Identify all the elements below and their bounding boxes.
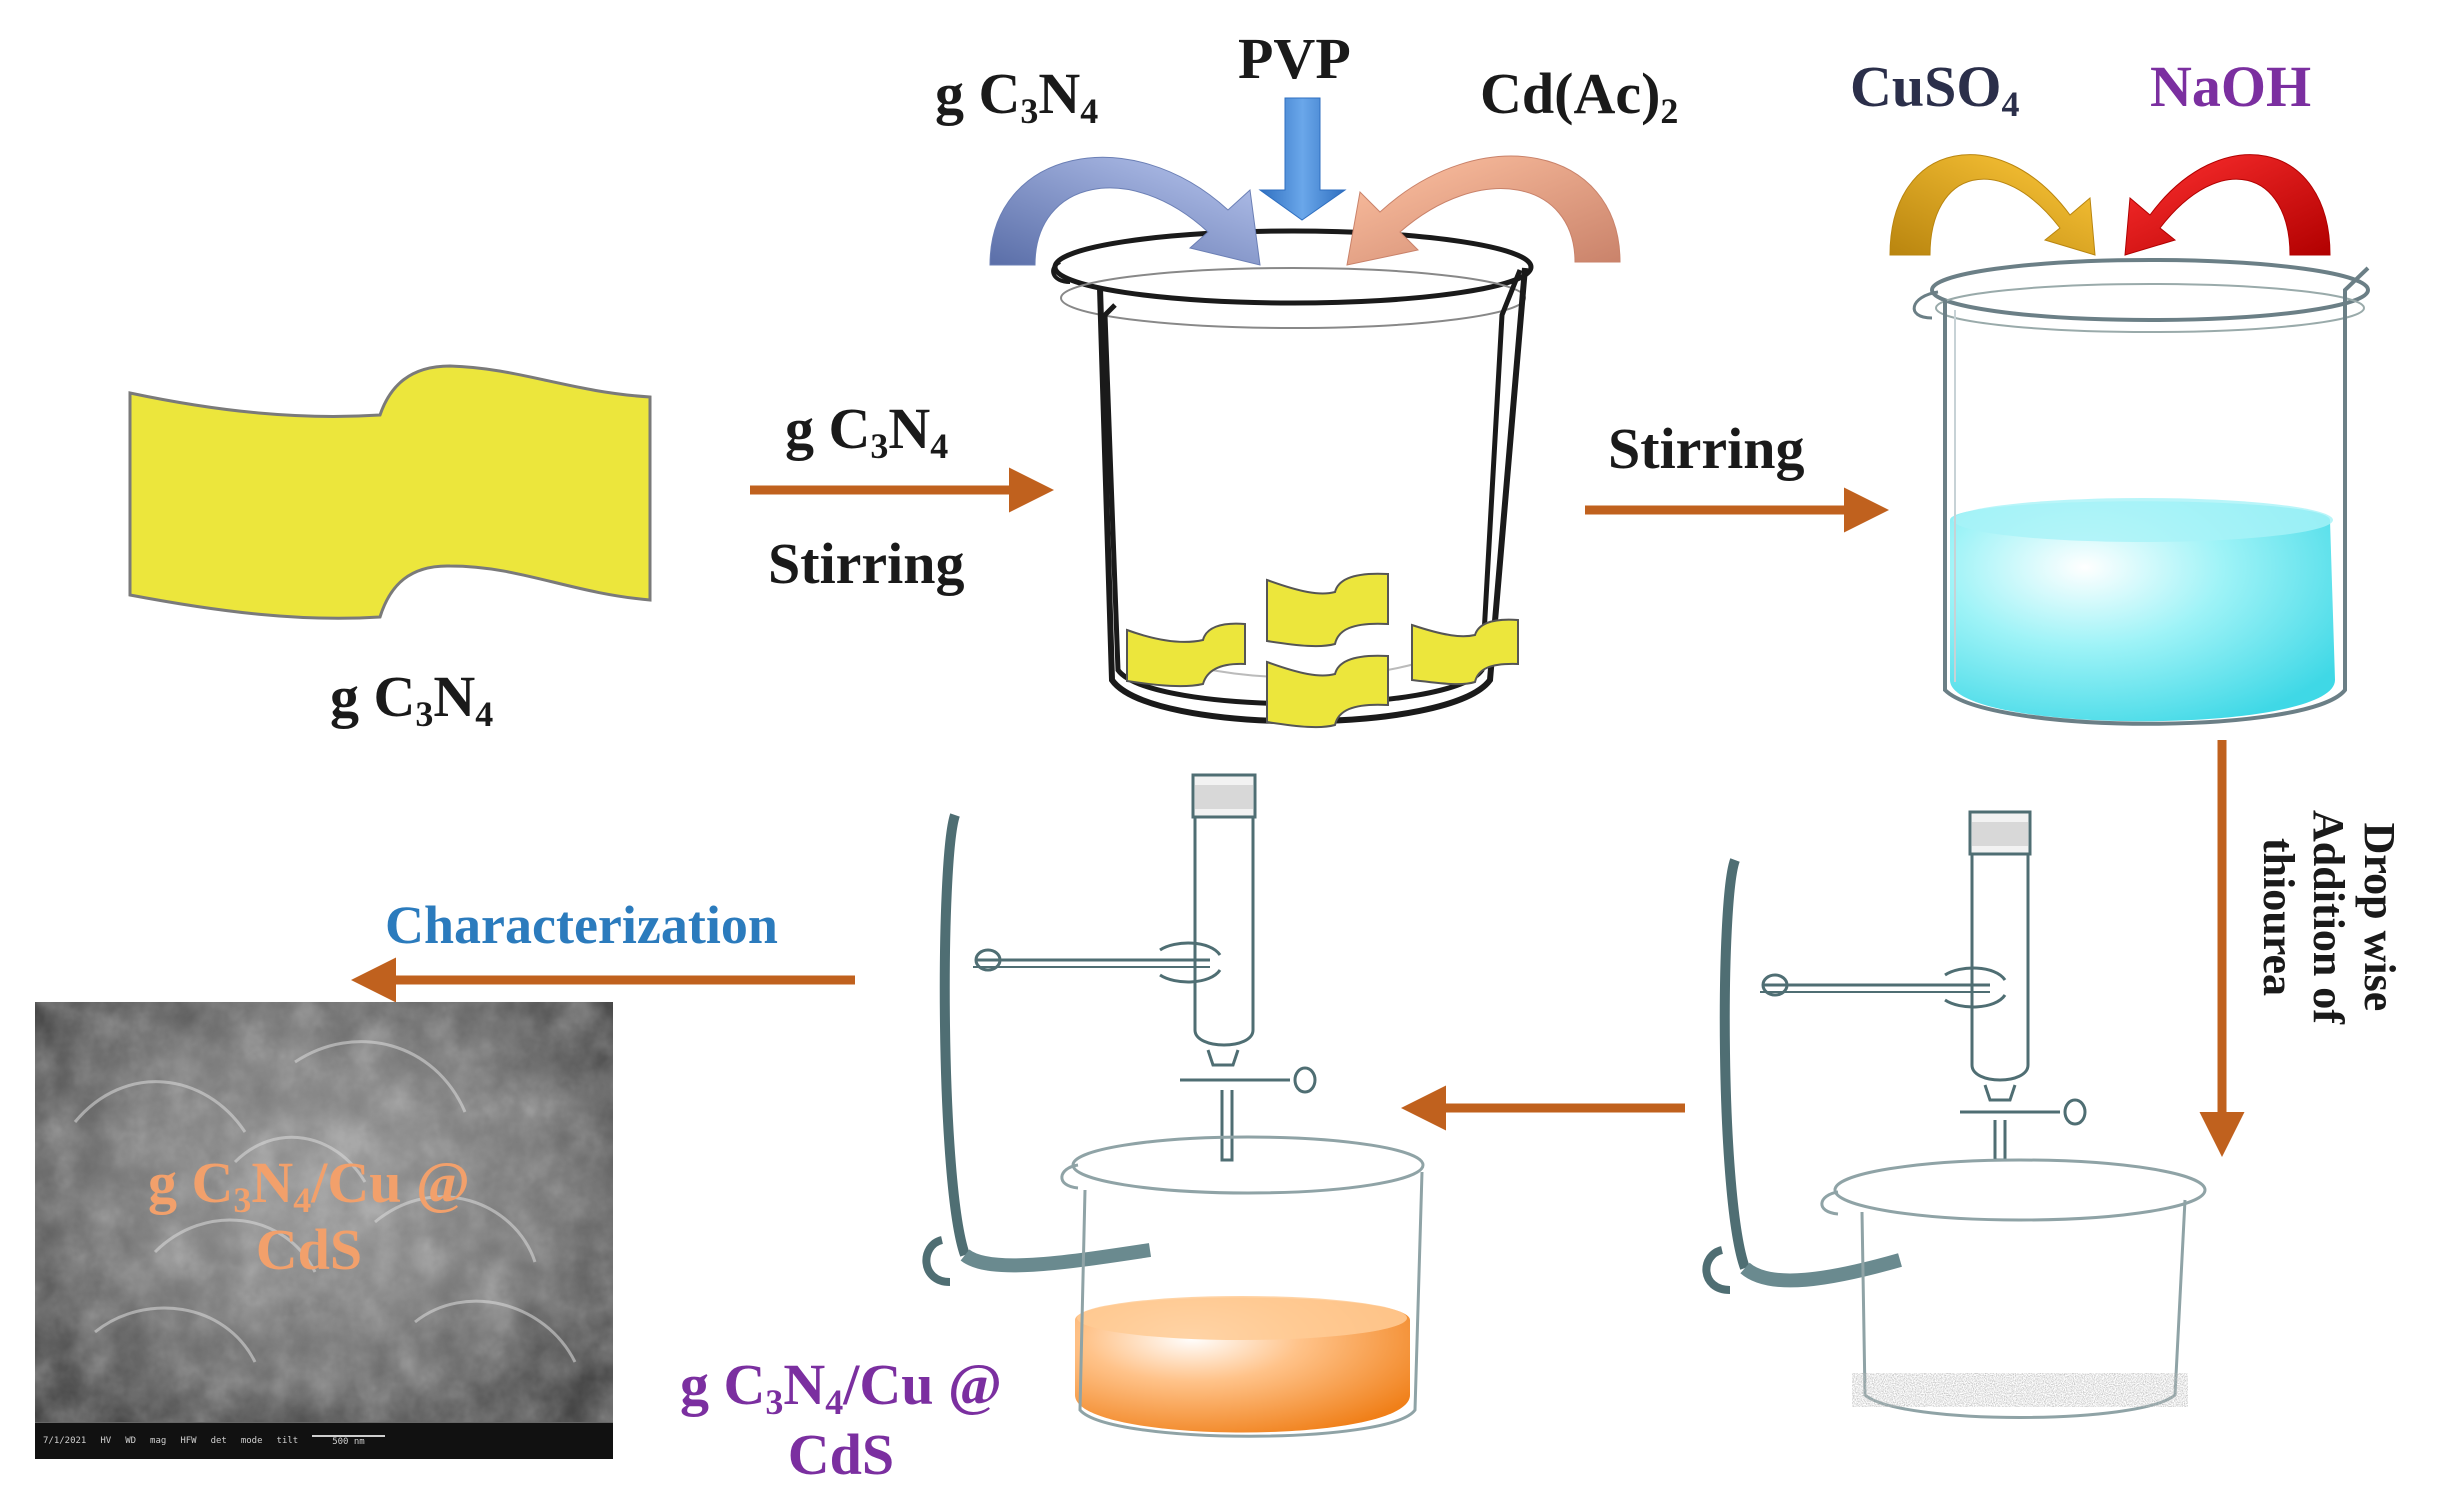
sem-micrograph — [35, 1002, 613, 1423]
sem-mode: mode — [240, 1436, 263, 1446]
beaker1-gc3n4-label: g C3N4 — [935, 61, 1099, 132]
sem-det: det — [210, 1436, 227, 1446]
arrow2-label: Stirring — [1608, 416, 1805, 481]
dropping-setup-right — [1702, 810, 2207, 1419]
sem-tilt: tilt — [276, 1436, 299, 1446]
sem-hv: HV — [100, 1436, 112, 1446]
sem-databar: 7/1/2021 HV WD mag HFW det mode tilt 500… — [35, 1422, 613, 1459]
vertical-label-line1: Drop wise — [2355, 822, 2404, 1012]
sem-overlay-label: g C3N4/Cu @ CdS — [148, 1150, 470, 1282]
arrow1-top-label: g C3N4 — [785, 396, 949, 467]
beaker1 — [1051, 228, 1534, 729]
vertical-arrow-label: Drop wise Addition of thiourea — [2252, 810, 2404, 1024]
arrow1-bottom-label: Stirring — [768, 531, 965, 596]
cuso4-label: CuSO4 — [1850, 54, 2020, 125]
gc3n4-sheet-label: g C3N4 — [330, 664, 494, 735]
dropping-setup-left — [922, 773, 1425, 1438]
sem-mag: mag — [150, 1436, 167, 1446]
naoh-label: NaOH — [2150, 54, 2312, 119]
sem-date: 7/1/2021 — [43, 1436, 87, 1446]
pvp-label: PVP — [1238, 26, 1351, 91]
vertical-label-line3: thiourea — [2253, 837, 2303, 997]
beaker2 — [1912, 258, 2370, 726]
cuso4-addition-arrow-icon — [1889, 154, 2096, 256]
sem-wd: WD — [125, 1436, 137, 1446]
sem-image: 7/1/2021 HV WD mag HFW det mode tilt 500… — [35, 1002, 613, 1459]
pvp-addition-arrow-icon — [1258, 97, 1347, 221]
product-label: g C3N4/Cu @ CdS — [680, 1352, 1002, 1487]
gc3n4-addition-arrow-icon — [989, 156, 1261, 266]
characterization-label: Characterization — [385, 895, 778, 955]
cdac2-label: Cd(Ac)2 — [1480, 61, 1679, 132]
beaker1-sheets — [1126, 572, 1519, 729]
sem-hfw: HFW — [180, 1436, 197, 1446]
naoh-addition-arrow-icon — [2124, 154, 2331, 256]
sem-scalebar: 500 nm — [312, 1435, 385, 1447]
gc3n4-sheet — [128, 364, 652, 620]
precipitate — [1880, 1376, 2160, 1404]
vertical-label-line2: Addition of — [2304, 810, 2354, 1024]
cdac2-addition-arrow-icon — [1346, 155, 1621, 266]
